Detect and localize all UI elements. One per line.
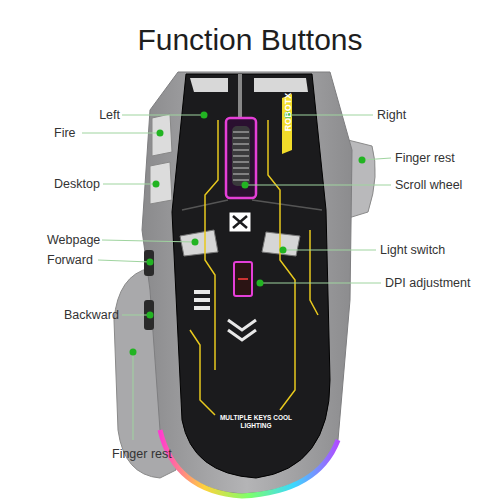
part-label: Forward: [47, 252, 93, 268]
accent-panel: [190, 78, 228, 92]
dpi-button: [234, 262, 252, 296]
part-label: DPI adjustment: [385, 275, 470, 291]
accent-panel: [254, 78, 308, 92]
logo-box: [229, 212, 251, 232]
scroll-wheel: [232, 126, 250, 186]
part-label: Fire: [54, 125, 76, 141]
circuit-lines: [190, 120, 318, 415]
part-label: Light switch: [380, 242, 445, 258]
brand-text: ROBOTX: [280, 87, 296, 137]
scroll-ridges: [233, 132, 249, 180]
scroll-housing: [226, 118, 256, 198]
dpi-led: [238, 278, 248, 280]
part-label: Desktop: [54, 176, 100, 192]
part-label: Backward: [64, 307, 119, 323]
desktop-button: [150, 162, 172, 204]
leader-lines: [82, 115, 391, 440]
part-label: Finger rest: [395, 150, 455, 166]
part-label: Webpage: [47, 232, 100, 248]
button-edge: [252, 200, 322, 210]
mouse-top: [172, 74, 330, 478]
vent-bars: [194, 290, 210, 310]
fire-button: [152, 114, 172, 156]
button-gap: [238, 74, 242, 122]
printed-slogan: MULTIPLE KEYS COOL LIGHTING: [214, 414, 298, 430]
forward-button: [144, 250, 154, 276]
part-label: Left: [40, 107, 120, 123]
leader-dots: [130, 112, 366, 356]
part-label: Scroll wheel: [395, 177, 462, 193]
diagram-title: Function Buttons: [0, 22, 500, 58]
part-label: Finger rest: [112, 446, 172, 462]
chevrons: [228, 320, 256, 340]
webpage-button: [180, 230, 218, 256]
logo-x: [233, 216, 247, 228]
light-switch-button: [262, 232, 300, 256]
part-label: Right: [377, 107, 406, 123]
